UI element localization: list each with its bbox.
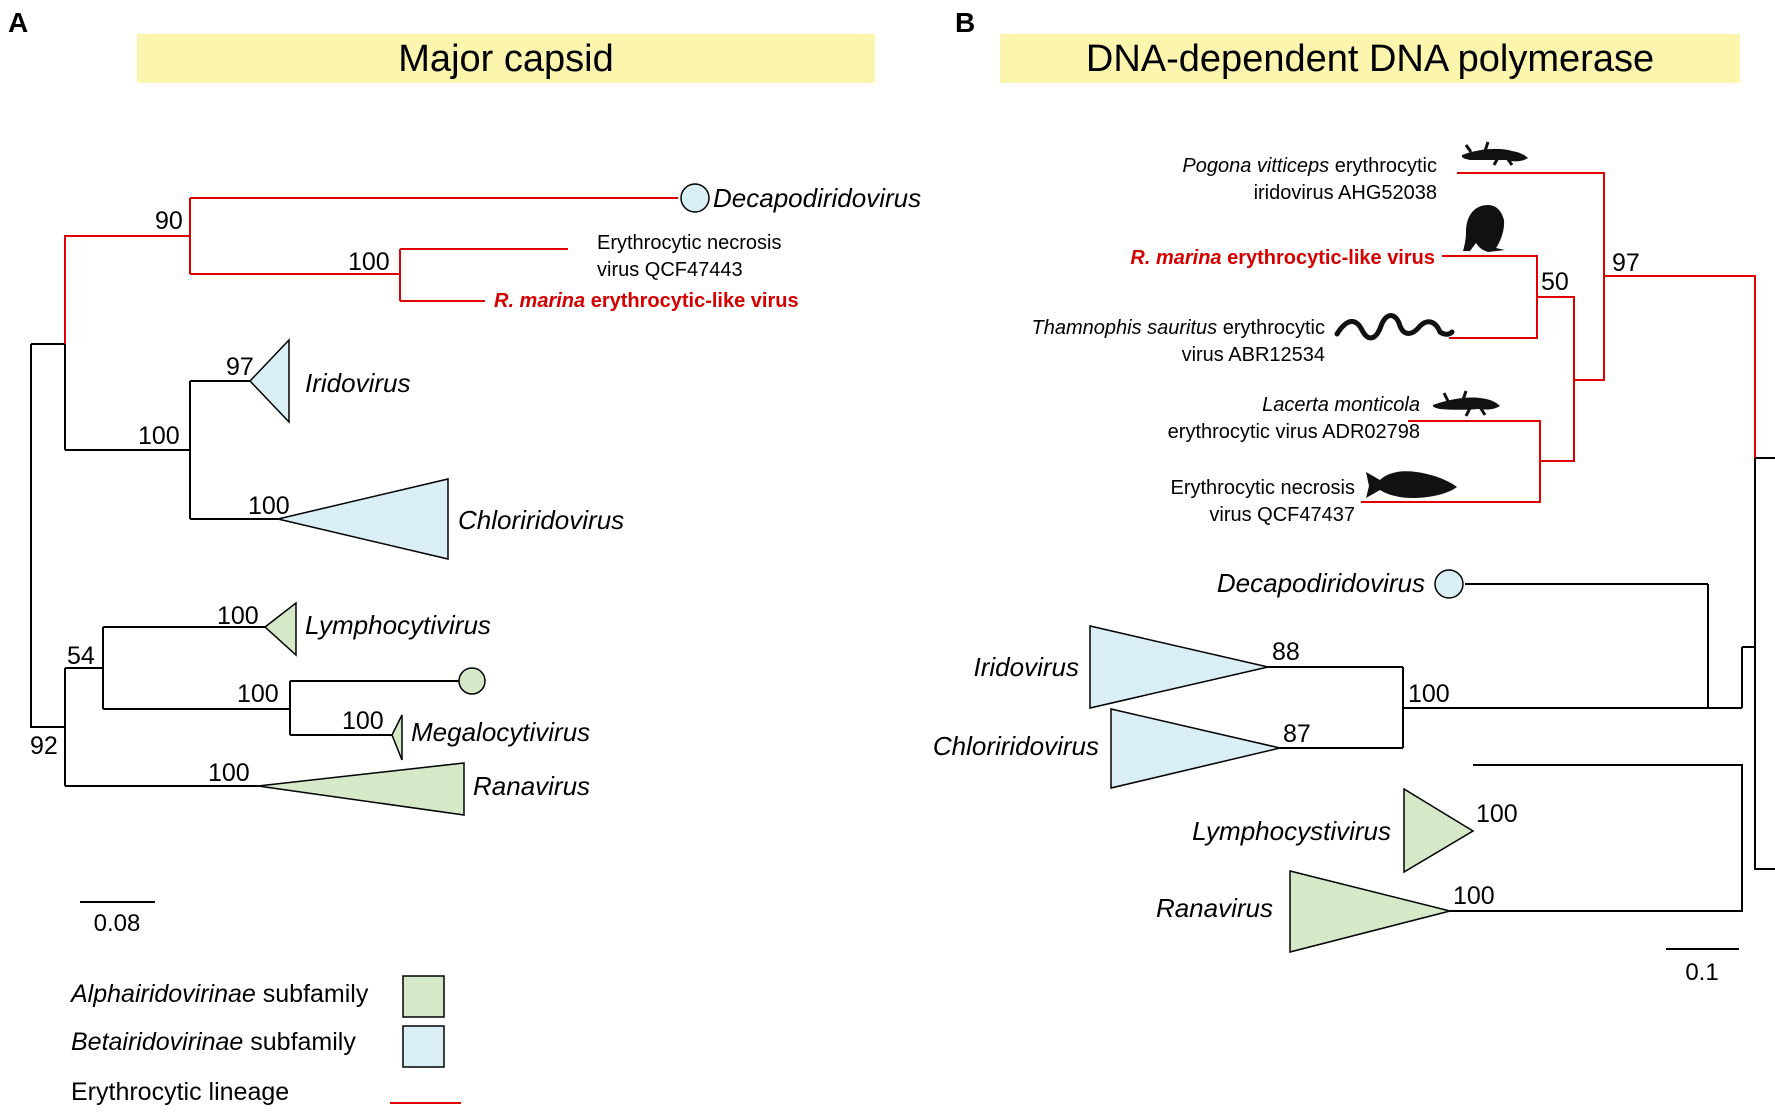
legend-alpha-label: Alphairidovirinae subfamily [69, 980, 369, 1008]
b-decapod-irido-node [1707, 584, 1742, 709]
b-label-ranavirus: Ranavirus [1156, 893, 1273, 923]
b-label-decapodiridovirus: Decapodiridovirus [1217, 568, 1425, 598]
pogona-lizard-icon [1461, 141, 1528, 166]
a-scale-label: 0.08 [94, 910, 141, 937]
b-root-node-upper [1742, 458, 1756, 648]
panel-a-title: Major capsid [398, 38, 613, 80]
legend-alpha-italic: Alphairidovirinae [69, 980, 256, 1008]
a-megalocytivirus-wedge [391, 714, 403, 761]
legend-alpha-swatch [402, 975, 445, 1018]
a-support-env-rmarina: 100 [348, 248, 390, 276]
a-label-env-line1: Erythrocytic necrosis [597, 232, 782, 254]
a-label-iridovirus: Iridovirus [305, 368, 410, 398]
panel-b-letter: B [955, 7, 975, 38]
legend-erythro-label: Erythrocytic lineage [71, 1078, 289, 1106]
b-label-thamnophis-line2: virus ABR12534 [1182, 344, 1325, 366]
b-label-pogona-italic: Pogona vitticeps [1182, 155, 1329, 177]
b-chloriridovirus-wedge [1110, 708, 1281, 789]
b-support-chloriridovirus: 87 [1283, 720, 1311, 748]
a-support-alpha-inner: 54 [67, 642, 95, 670]
legend: Alphairidovirinae subfamily Betairidovir… [69, 975, 461, 1106]
b-label-chloriridovirus: Chloriridovirus [933, 731, 1099, 761]
a-support-ranavirus: 100 [208, 759, 250, 787]
b-label-thamnophis: Thamnophis sauritus erythrocytic [1032, 317, 1325, 339]
b-label-rmarina-rest: erythrocytic-like virus [1222, 247, 1435, 269]
a-label-decapodiridovirus: Decapodiridovirus [713, 183, 921, 213]
b-label-rmarina-italic: R. marina [1130, 247, 1221, 269]
b-label-env-line1: Erythrocytic necrosis [1171, 477, 1356, 499]
a-label-megalocytivirus: Megalocytivirus [411, 717, 590, 747]
b-label-thamnophis-italic: Thamnophis sauritus [1032, 317, 1218, 339]
a-decapod-circle-tip [680, 183, 710, 213]
env-fish-icon [1366, 471, 1457, 498]
a-root-branch [30, 344, 65, 728]
panel-a: A Major capsid [8, 7, 921, 937]
b-lacerta-env-node [1361, 420, 1541, 503]
b-support-erythro: 97 [1612, 249, 1640, 277]
a-ranavirus-wedge [257, 762, 465, 816]
a-support-iridovirus: 97 [226, 353, 254, 381]
b-decapod-circle-tip [1434, 569, 1464, 599]
legend-beta-rest: subfamily [243, 1028, 356, 1056]
b-iridovirus-wedge [1089, 625, 1269, 709]
b-label-pogona-rest: erythrocytic [1329, 155, 1437, 177]
a-support-erythro: 90 [155, 207, 183, 235]
legend-beta-swatch [402, 1025, 445, 1068]
panel-b: B DNA-dependent DNA polymerase [933, 7, 1775, 986]
a-label-rmarina-italic: R. marina [494, 290, 585, 312]
a-label-lymphocytivirus: Lymphocytivirus [305, 610, 491, 640]
b-scale-label: 0.1 [1685, 959, 1718, 986]
b-ranavirus-wedge [1289, 870, 1451, 953]
b-label-lymphocystivirus: Lymphocystivirus [1192, 816, 1391, 846]
a-support-megalocytivirus: 100 [342, 707, 384, 735]
b-lymphocystivirus-wedge [1403, 787, 1475, 874]
legend-beta-label: Betairidovirinae subfamily [71, 1028, 356, 1056]
a-support-beta: 100 [138, 422, 180, 450]
a-support-chloriridovirus: 100 [248, 492, 290, 520]
b-support-irido-chlori: 100 [1408, 680, 1450, 708]
b-label-env-line2: virus QCF47437 [1209, 504, 1355, 526]
a-iridovirus-wedge [248, 338, 290, 424]
legend-alpha-rest: subfamily [256, 980, 369, 1008]
a-support-root-lower: 92 [30, 732, 58, 760]
a-chloriridovirus-wedge [277, 478, 449, 560]
a-erythro-stem [64, 235, 190, 344]
a-label-chloriridovirus: Chloriridovirus [458, 505, 624, 535]
panel-a-letter: A [8, 7, 28, 38]
b-label-thamnophis-rest: erythrocytic [1217, 317, 1325, 339]
b-label-rmarina: R. marina erythrocytic-like virus [1130, 247, 1435, 269]
b-label-lacerta-line2: erythrocytic virus ADR02798 [1168, 421, 1420, 443]
panel-a-title-band [137, 34, 875, 83]
a-label-rmarina: R. marina erythrocytic-like virus [494, 290, 799, 312]
b-label-pogona-line2: iridovirus AHG52038 [1254, 182, 1437, 204]
a-label-ranavirus: Ranavirus [473, 771, 590, 801]
a-lymphocytivirus-wedge [263, 601, 297, 657]
lacerta-lizard-icon [1432, 390, 1500, 417]
b-rmarina-thamnophis-node [1442, 255, 1538, 339]
b-inner-clade-node [1537, 296, 1575, 462]
b-support-rmarina-thamnophis: 50 [1541, 268, 1569, 296]
b-erythro-stem [1604, 275, 1756, 458]
b-label-lacerta: Lacerta monticola [1262, 394, 1420, 416]
b-pogona-branch [1457, 172, 1605, 381]
thamnophis-snake-icon [1334, 313, 1455, 341]
b-support-lymphocystivirus: 100 [1476, 800, 1518, 828]
a-support-lymphocytivirus: 100 [217, 602, 259, 630]
a-label-env-line2: virus QCF47443 [597, 259, 743, 281]
b-lympho-branch [1473, 764, 1743, 869]
b-ranavirus-branch [1450, 869, 1743, 912]
b-support-ranavirus: 100 [1453, 882, 1495, 910]
b-root-node-lower [1754, 647, 1775, 870]
panel-b-title: DNA-dependent DNA polymerase [1086, 38, 1654, 80]
legend-beta-italic: Betairidovirinae [71, 1028, 243, 1056]
b-label-pogona: Pogona vitticeps erythrocytic [1182, 155, 1437, 177]
a-green-circle-tip [458, 667, 486, 695]
rmarina-toad-icon [1463, 205, 1505, 252]
b-support-iridovirus: 88 [1272, 638, 1300, 666]
panel-b-title-band [1000, 34, 1740, 83]
a-support-megalo-node: 100 [237, 680, 279, 708]
b-label-iridovirus: Iridovirus [974, 652, 1079, 682]
a-label-rmarina-rest: erythrocytic-like virus [585, 290, 798, 312]
